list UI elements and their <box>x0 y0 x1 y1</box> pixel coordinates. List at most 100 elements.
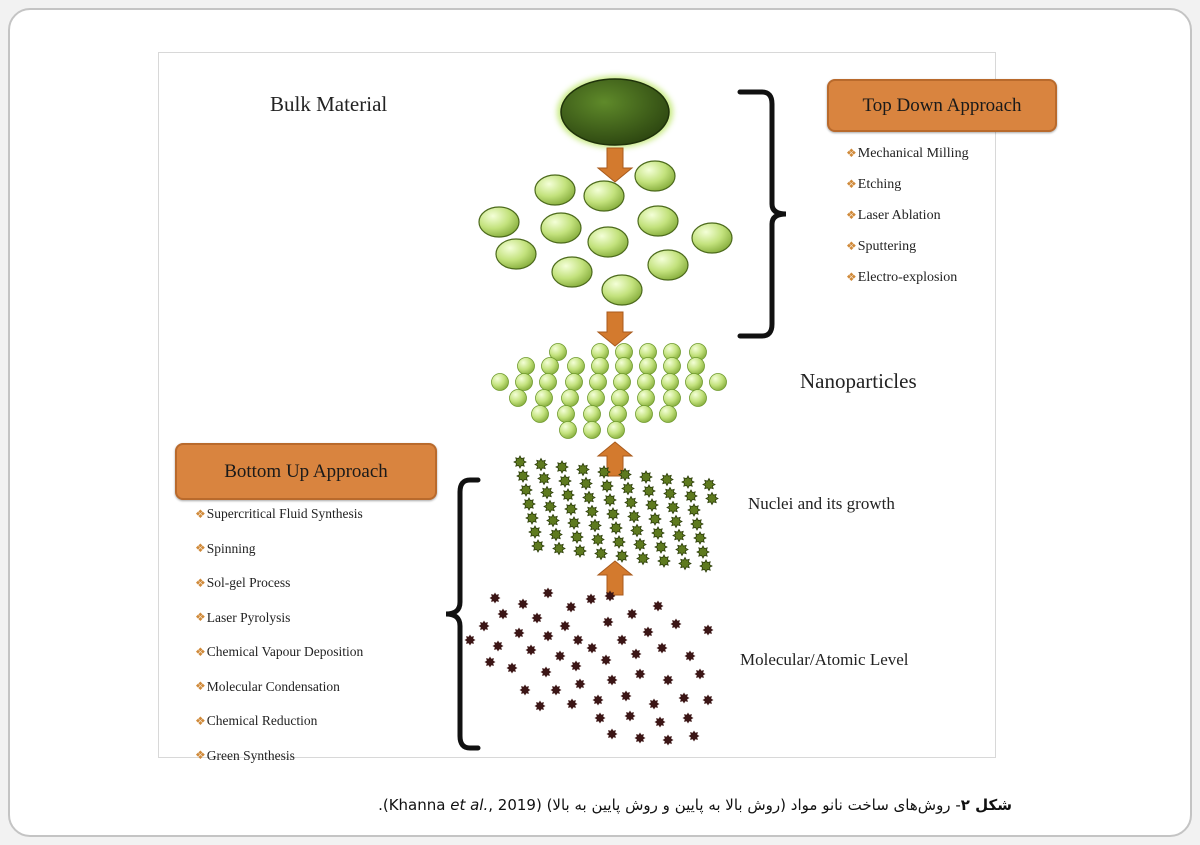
nanoparticle-dot <box>549 343 567 361</box>
nucleus-mark <box>552 541 566 556</box>
caption-text: - روش‌های ساخت نانو مواد (روش بالا به پا… <box>388 796 961 814</box>
nanoparticle-dot <box>589 373 607 391</box>
molecule-mark <box>662 674 674 686</box>
nucleus-mark <box>624 495 638 510</box>
bottom-up-method-label: Chemical Reduction <box>206 713 318 729</box>
caption-et-al: et al. <box>450 796 489 814</box>
top-down-method-label: Electro-explosion <box>857 269 958 285</box>
nucleus-mark <box>591 532 605 547</box>
nucleus-mark <box>570 530 584 544</box>
nucleus-mark <box>702 477 716 492</box>
bullet-diamond-icon: ❖ <box>846 270 857 284</box>
molecule-mark <box>586 642 598 654</box>
nucleus-mark <box>534 457 548 472</box>
molecule-mark <box>570 660 582 672</box>
nucleus-mark <box>585 504 599 519</box>
nucleus-mark <box>639 470 653 484</box>
nanoparticle-dot <box>661 373 679 391</box>
molecule-mark <box>624 710 636 722</box>
nanoparticle-dot <box>583 421 601 439</box>
down-arrow-1 <box>596 147 634 183</box>
nanoparticle-dot <box>539 373 557 391</box>
nucleus-mark <box>603 493 617 507</box>
molecule-mark <box>542 630 554 642</box>
bottom-up-approach-box: Bottom Up Approach <box>175 443 437 500</box>
nucleus-mark <box>597 465 611 479</box>
caption-label: شکل ۲ <box>960 796 1012 814</box>
nucleus-mark <box>582 490 596 505</box>
nucleus-mark <box>690 517 704 531</box>
top-down-method-label: Laser Ablation <box>857 207 941 223</box>
nucleus-mark <box>618 467 632 482</box>
molecule-mark <box>513 627 525 639</box>
nanoparticle-dot <box>709 373 727 391</box>
bullet-diamond-icon: ❖ <box>195 610 206 625</box>
molecule-mark <box>478 620 490 632</box>
molecule-mark <box>702 624 714 636</box>
nanoparticle-dot <box>663 389 681 407</box>
bottom-up-method-label: Sol-gel Process <box>206 575 291 591</box>
nanoparticle-dot <box>607 421 625 439</box>
nanoparticle-dot <box>567 357 585 375</box>
molecule-mark <box>534 700 546 712</box>
nucleus-mark <box>636 551 650 566</box>
molecule-mark <box>492 640 504 652</box>
bottom-up-bracket <box>445 477 481 751</box>
molecule-mark <box>642 626 654 638</box>
molecule-mark <box>694 668 706 680</box>
bottom-up-method-item: ❖Laser Pyrolysis <box>195 601 363 636</box>
molecule-mark <box>682 712 694 724</box>
top-down-method-item: ❖Laser Ablation <box>846 200 969 231</box>
molecule-mark <box>592 694 604 706</box>
nucleus-mark <box>594 546 608 561</box>
molecule-mark <box>626 608 638 620</box>
figure-caption: شکل ۲- روش‌های ساخت نانو مواد (روش بالا … <box>378 796 1012 814</box>
nucleus-mark <box>573 544 587 558</box>
nanoparticle-dot <box>639 357 657 375</box>
top-down-method-item: ❖Mechanical Milling <box>846 138 969 169</box>
nanoparticle-dot <box>491 373 509 391</box>
molecule-mark <box>585 593 597 605</box>
top-down-method-item: ❖Sputtering <box>846 231 969 262</box>
nucleus-mark <box>657 554 671 568</box>
molecule-mark <box>702 694 714 706</box>
nucleus-mark <box>540 485 554 500</box>
bottom-up-method-item: ❖Chemical Vapour Deposition <box>195 635 363 670</box>
bottom-up-method-label: Spinning <box>206 540 256 556</box>
nucleus-mark <box>513 455 527 469</box>
bottom-up-method-item: ❖Supercritical Fluid Synthesis <box>195 497 363 532</box>
nucleus-mark <box>522 497 536 511</box>
nucleus-mark <box>633 537 647 552</box>
nanoparticle-dot <box>615 357 633 375</box>
bulk-material-shape <box>560 78 670 146</box>
bullet-diamond-icon: ❖ <box>195 644 206 659</box>
bullet-diamond-icon: ❖ <box>195 506 206 521</box>
nanoparticle-dot <box>611 389 629 407</box>
nucleus-mark <box>606 507 620 521</box>
nanoparticle-dot <box>609 405 627 423</box>
nucleus-mark <box>684 489 698 503</box>
nucleus-mark <box>666 500 680 515</box>
nucleus-mark <box>693 531 707 545</box>
bullet-diamond-icon: ❖ <box>846 208 857 222</box>
molecule-mark <box>620 690 632 702</box>
molecule-mark <box>574 678 586 690</box>
nucleus-mark <box>660 472 674 487</box>
nuclei-label: Nuclei and its growth <box>748 494 895 513</box>
bullet-diamond-icon: ❖ <box>195 679 206 694</box>
molecule-mark <box>656 642 668 654</box>
molecule-mark <box>572 634 584 646</box>
nucleus-mark <box>579 476 593 491</box>
molecule-mark <box>634 732 646 744</box>
molecule-mark <box>565 601 577 613</box>
bottom-up-methods-list: ❖Supercritical Fluid Synthesis❖Spinning❖… <box>195 497 363 773</box>
nucleus-mark <box>645 498 659 512</box>
molecule-mark <box>464 634 476 646</box>
nucleus-mark <box>600 479 614 493</box>
bottom-up-method-item: ❖Spinning <box>195 532 363 567</box>
molecule-mark <box>554 650 566 662</box>
top-down-method-label: Sputtering <box>857 238 917 254</box>
bullet-diamond-icon: ❖ <box>846 239 857 253</box>
molecule-mark <box>648 698 660 710</box>
nucleus-mark <box>699 559 713 573</box>
